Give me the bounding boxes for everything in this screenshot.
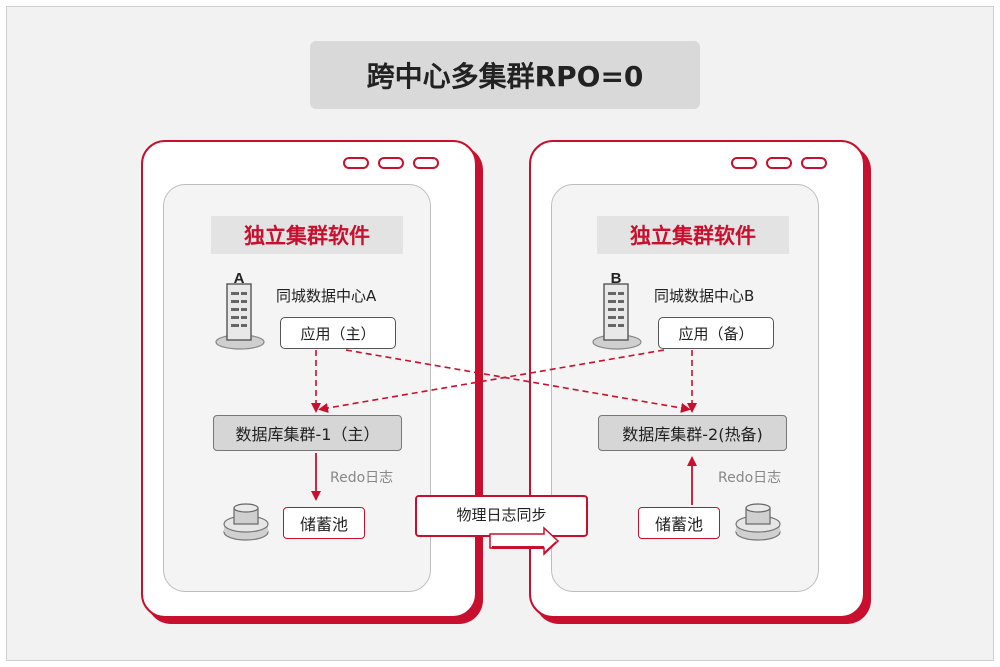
window-dot bbox=[731, 157, 757, 169]
left-redo-label: Redo日志 bbox=[330, 470, 394, 486]
window-dot bbox=[766, 157, 792, 169]
window-dot bbox=[801, 157, 827, 169]
building-icon: A bbox=[215, 270, 265, 350]
right-software-label: 独立集群软件 bbox=[597, 216, 789, 254]
left-app-to-right-db-arrow bbox=[345, 349, 691, 413]
right-app-box: 应用（备） bbox=[658, 317, 774, 349]
right-db-cluster: 数据库集群-2(热备) bbox=[598, 415, 787, 451]
physical-log-sync-box: 物理日志同步 bbox=[415, 495, 588, 537]
left-pool-box: 储蓄池 bbox=[283, 507, 365, 539]
left-software-label: 独立集群软件 bbox=[211, 216, 403, 254]
storage-disk-icon bbox=[223, 503, 269, 541]
window-dot bbox=[413, 157, 439, 169]
left-datacenter-label: 同城数据中心A bbox=[276, 287, 377, 305]
diagram-title: 跨中心多集群RPO=0 bbox=[310, 41, 700, 109]
sync-arrow-shadow bbox=[492, 541, 556, 555]
storage-disk-icon bbox=[735, 503, 781, 541]
building-icon: B bbox=[592, 270, 642, 350]
window-dot bbox=[378, 157, 404, 169]
sync-label: 物理日志同步 bbox=[456, 506, 547, 524]
right-datacenter-label: 同城数据中心B bbox=[654, 287, 755, 305]
building-letter: A bbox=[234, 270, 245, 287]
building-letter: B bbox=[611, 270, 622, 287]
left-db-cluster: 数据库集群-1（主） bbox=[213, 415, 402, 451]
left-app-box: 应用（主） bbox=[280, 317, 396, 349]
right-redo-label: Redo日志 bbox=[718, 470, 782, 486]
right-pool-box: 储蓄池 bbox=[638, 507, 720, 539]
right-app-to-left-db-arrow bbox=[318, 349, 665, 413]
window-dot bbox=[343, 157, 369, 169]
